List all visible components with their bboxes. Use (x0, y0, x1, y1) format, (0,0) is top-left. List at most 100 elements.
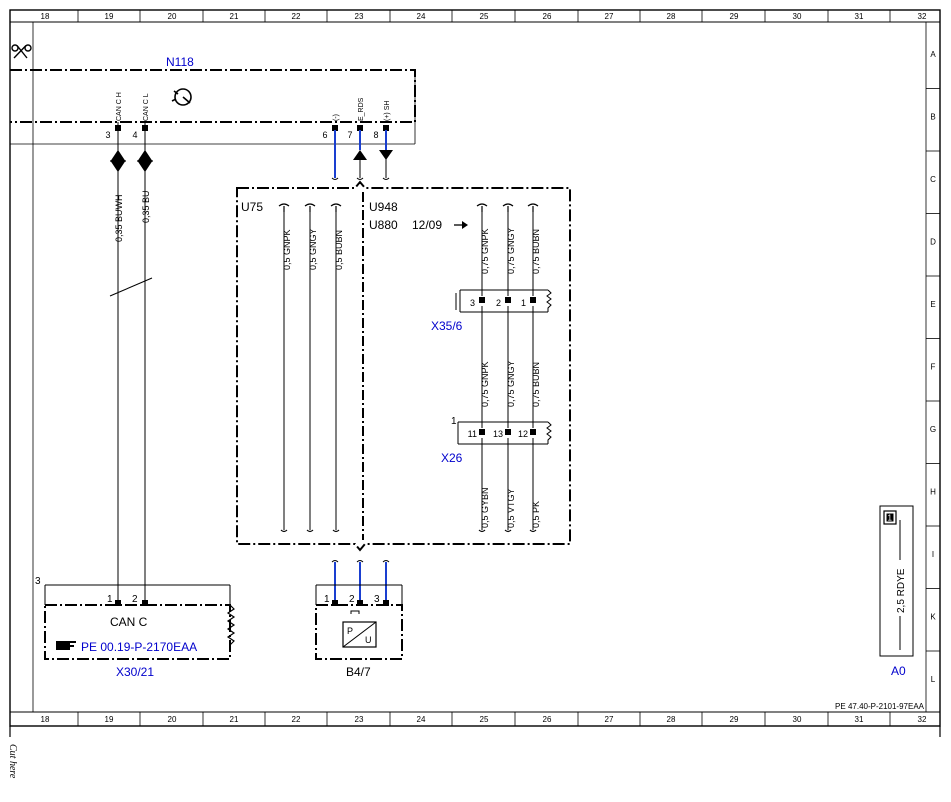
column-label: 27 (605, 715, 614, 724)
column-label: 21 (230, 12, 239, 21)
wire-label: 0,5 GYBN (480, 487, 490, 528)
column-label: 32 (918, 715, 927, 724)
column-label: 19 (105, 715, 114, 724)
x35-6-pin-number: 2 (496, 298, 501, 308)
x30-21-label: X30/21 (116, 665, 154, 679)
row-label: L (931, 675, 936, 684)
u880-date: 12/09 (412, 218, 442, 232)
a0-component (879, 505, 914, 657)
column-label: 29 (730, 12, 739, 21)
arrow-right-icon (454, 221, 468, 229)
u948-label: U948 (369, 200, 398, 214)
x30-21-pin-2: 2 (132, 594, 138, 605)
column-label: 22 (292, 12, 301, 21)
row-label: C (930, 175, 936, 184)
x35-6-label: X35/6 (431, 319, 463, 333)
wire-label: 0,75 BUBN (531, 362, 541, 407)
column-label: 31 (855, 715, 864, 724)
row-label: H (930, 488, 936, 497)
column-label: 26 (543, 715, 552, 724)
column-label: 19 (105, 12, 114, 21)
arrow-up-icon (353, 150, 367, 160)
n118-pin-square (357, 125, 363, 131)
column-label: 21 (230, 715, 239, 724)
drawing-frame (9, 9, 941, 737)
wire-label: 0,5 PK (531, 501, 541, 528)
column-label: 20 (168, 12, 177, 21)
wire-label: 0,75 GNGY (506, 227, 516, 274)
u75-label: U75 (241, 200, 263, 214)
column-label: 27 (605, 12, 614, 21)
row-label: B (930, 113, 935, 122)
column-label: 25 (480, 12, 489, 21)
can-wires (109, 122, 153, 600)
can-c-label: CAN C (110, 615, 148, 629)
n118-pin-number: 6 (322, 130, 327, 140)
x30-21-left-number: 3 (35, 576, 41, 587)
steering-wheel-icon (171, 88, 192, 106)
variant-group-box (236, 180, 571, 552)
wire-label-bu: 0,35 BU (141, 190, 151, 223)
n118-pin-signal: E_RDS (358, 97, 365, 121)
n118-pin-square (383, 125, 389, 131)
x30-21-reference-link[interactable]: PE 00.19-P-2170EAA (81, 640, 197, 654)
row-label: E (930, 300, 935, 309)
row-label: I (932, 550, 934, 559)
arrow-down-icon (379, 150, 393, 160)
x30-21-component (44, 584, 236, 660)
x26-pin-number: 12 (518, 429, 528, 439)
x26-pin-squares (479, 429, 536, 435)
x26-left-number: 1 (451, 416, 457, 427)
bidirectional-arrow-icon (137, 149, 153, 173)
n118-pin-signal: (-) (333, 114, 340, 121)
x26-pin-number: 11 (468, 429, 477, 439)
wire-label: 0,75 GNPK (480, 228, 490, 274)
wire-label: 0,75 BUBN (531, 229, 541, 274)
scissors-icon (11, 44, 32, 59)
b4-7-wire-ends (331, 560, 390, 563)
n118-pin-number: 4 (132, 130, 137, 140)
n118-pin-number: 7 (347, 130, 352, 140)
x30-21-pin-1: 1 (107, 594, 113, 605)
wire-label-buwh: 0,35 BUWH (114, 194, 124, 242)
n118-pin-signal: CAN C H (116, 92, 123, 121)
x35-6-pin-number: 3 (470, 298, 475, 308)
n118-pin-square (332, 125, 338, 131)
b4-7-pin-2: 2 (349, 594, 355, 605)
b4-7-pin-1: 1 (324, 594, 330, 605)
cut-here-note: Cut here (7, 744, 18, 779)
pointing-hand-icon (56, 641, 76, 650)
n118-pin-signal: CAN C L (143, 93, 150, 121)
column-label: 18 (41, 12, 50, 21)
wire-label: 0,5 GNPK (282, 229, 292, 270)
x26-label: X26 (441, 451, 463, 465)
x30-21-pin-squares (115, 600, 148, 606)
info-icon: 1 (883, 510, 897, 525)
column-label: 24 (417, 715, 426, 724)
svg-text:Cut here: Cut here (7, 744, 18, 779)
column-label: 23 (355, 715, 364, 724)
variant-wires (283, 210, 534, 530)
bidirectional-arrow-icon (110, 149, 126, 173)
row-label: K (930, 613, 936, 622)
b4-7-pin-3: 3 (374, 594, 380, 605)
column-label: 22 (292, 715, 301, 724)
a0-wire-label: 2,5 RDYE (896, 568, 907, 613)
column-label: 29 (730, 715, 739, 724)
n118-label: N118 (166, 55, 194, 69)
wire-label: 0,75 GNPK (480, 361, 490, 407)
column-label: 26 (543, 12, 552, 21)
a0-label: A0 (891, 664, 906, 678)
wire-label: 0,75 GNGY (506, 360, 516, 407)
x35-6-pin-squares (479, 297, 536, 303)
column-label: 30 (793, 12, 802, 21)
row-label: F (931, 363, 936, 372)
document-reference: PE 47.40-P-2101-97EAA (835, 702, 925, 711)
